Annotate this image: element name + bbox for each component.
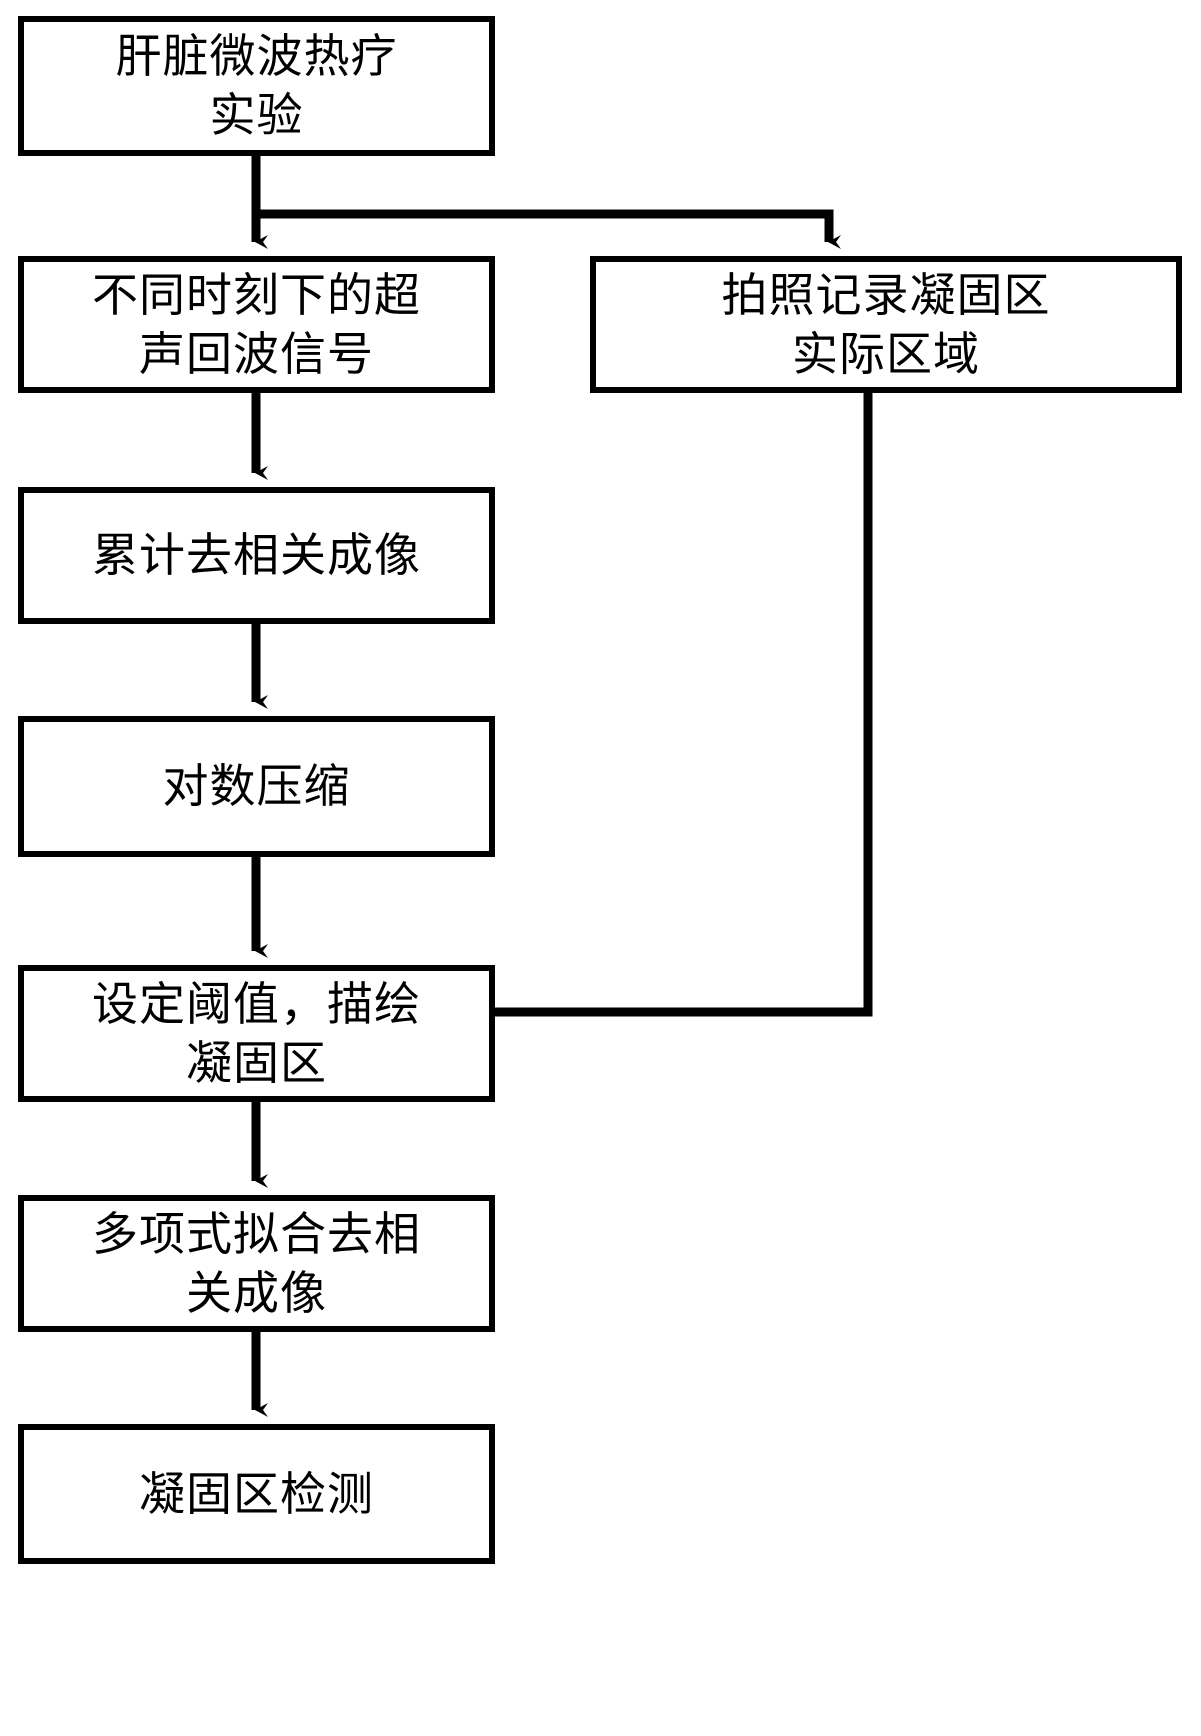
node-coagulation-region-detection[interactable]: 凝固区检测 [18, 1424, 495, 1564]
node-set-threshold-draw-coagulation[interactable]: 设定阈值，描绘 凝固区 [18, 965, 495, 1102]
node-ultrasound-echo-signals[interactable]: 不同时刻下的超 声回波信号 [18, 256, 495, 393]
node-polynomial-fit-decorrelation-imaging[interactable]: 多项式拟合去相 关成像 [18, 1195, 495, 1332]
node-photograph-coagulation-region[interactable]: 拍照记录凝固区 实际区域 [590, 256, 1182, 393]
edge-photo-to-threshold [271, 393, 873, 1019]
node-cumulative-decorrelation-imaging[interactable]: 累计去相关成像 [18, 487, 495, 624]
node-label: 不同时刻下的超 声回波信号 [92, 267, 421, 381]
node-label: 累计去相关成像 [92, 528, 421, 583]
node-label: 凝固区检测 [139, 1466, 374, 1521]
node-logarithmic-compression[interactable]: 对数压缩 [18, 716, 495, 857]
node-label: 多项式拟合去相 关成像 [92, 1206, 421, 1320]
node-label: 对数压缩 [162, 759, 351, 814]
edge-experiment-to-photo [256, 209, 841, 249]
node-label: 设定阈值，描绘 凝固区 [92, 976, 421, 1090]
node-label: 拍照记录凝固区 实际区域 [721, 267, 1051, 381]
node-liver-microwave-experiment[interactable]: 肝脏微波热疗 实验 [18, 16, 495, 156]
node-label: 肝脏微波热疗 实验 [115, 29, 398, 142]
